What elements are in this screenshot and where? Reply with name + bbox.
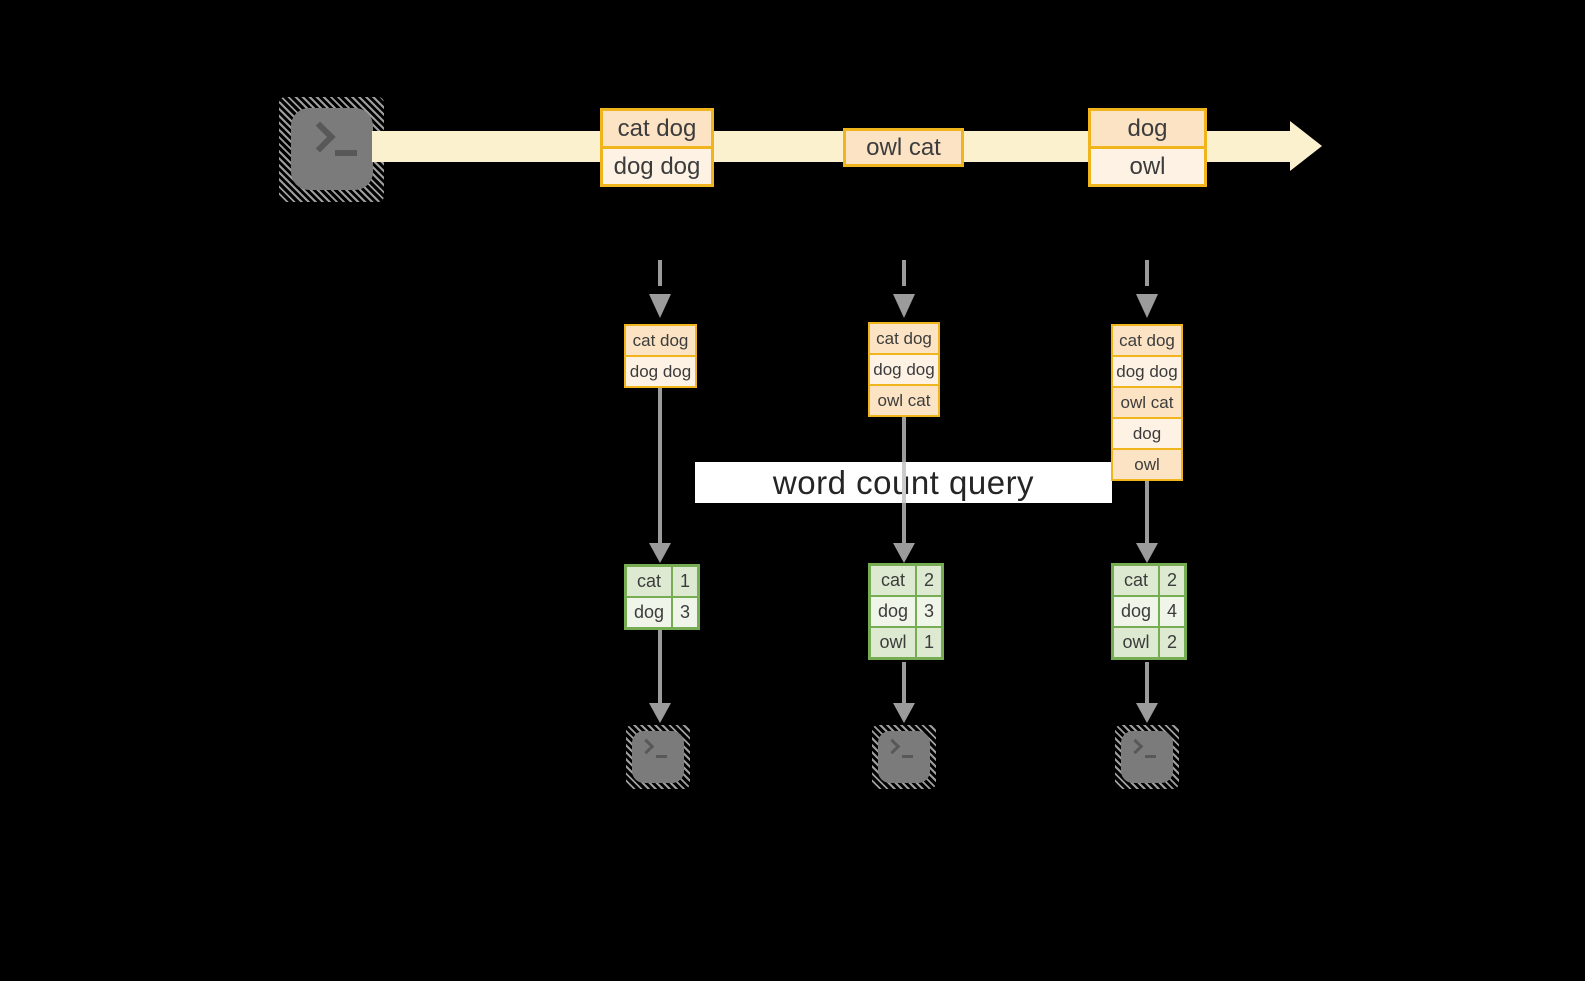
word-cell: dog bbox=[1114, 597, 1158, 626]
count-cell: 3 bbox=[673, 598, 697, 627]
input-stack-1: cat dog dog dog bbox=[624, 324, 697, 388]
record: cat dog bbox=[626, 326, 695, 355]
count-table-1: cat 1 dog 3 bbox=[624, 564, 700, 630]
connector-arrowhead-icon bbox=[649, 703, 671, 723]
record: cat dog bbox=[870, 324, 938, 353]
count-table-3: cat 2 dog 4 owl 2 bbox=[1111, 563, 1187, 660]
count-table-2: cat 2 dog 3 owl 1 bbox=[868, 563, 944, 660]
connector-arrowhead-icon bbox=[893, 703, 915, 723]
count-cell: 4 bbox=[1160, 597, 1184, 626]
record: owl cat bbox=[846, 131, 961, 164]
word-cell: cat bbox=[627, 567, 671, 596]
batch-arrowhead-icon bbox=[893, 294, 915, 318]
word-cell: dog bbox=[871, 597, 915, 626]
prompt-underscore-icon bbox=[1145, 755, 1156, 758]
timeline-batch-2: owl cat bbox=[843, 128, 964, 167]
word-cell: owl bbox=[1114, 628, 1158, 657]
count-cell: 2 bbox=[917, 566, 941, 595]
sink-connector bbox=[658, 630, 662, 705]
batch-arrow-dash bbox=[658, 260, 662, 286]
query-connector bbox=[1145, 481, 1149, 545]
count-cell: 2 bbox=[1160, 566, 1184, 595]
terminal-source-icon bbox=[279, 97, 384, 202]
connector-arrowhead-icon bbox=[649, 543, 671, 563]
prompt-chevron-icon bbox=[638, 738, 655, 755]
prompt-chevron-icon bbox=[1127, 738, 1144, 755]
record: owl cat bbox=[1113, 388, 1181, 417]
batch-arrow-dash bbox=[1145, 260, 1149, 286]
input-stack-3: cat dog dog dog owl cat dog owl bbox=[1111, 324, 1183, 481]
terminal-screen bbox=[632, 731, 684, 783]
record: cat dog bbox=[603, 111, 711, 146]
prompt-chevron-icon bbox=[304, 121, 336, 153]
record: dog dog bbox=[626, 357, 695, 386]
connector-arrowhead-icon bbox=[1136, 543, 1158, 563]
terminal-screen bbox=[291, 108, 373, 190]
terminal-sink-icon bbox=[626, 725, 690, 789]
input-stack-2: cat dog dog dog owl cat bbox=[868, 322, 940, 417]
prompt-underscore-icon bbox=[335, 150, 357, 156]
batch-arrowhead-icon bbox=[1136, 294, 1158, 318]
query-connector bbox=[658, 388, 662, 545]
record: dog bbox=[1113, 419, 1181, 448]
record: owl cat bbox=[870, 386, 938, 415]
terminal-sink-icon bbox=[1115, 725, 1179, 789]
record: dog dog bbox=[1113, 357, 1181, 386]
record: owl bbox=[1113, 450, 1181, 479]
record: cat dog bbox=[1113, 326, 1181, 355]
prompt-underscore-icon bbox=[902, 755, 913, 758]
batch-arrowhead-icon bbox=[649, 294, 671, 318]
record: dog dog bbox=[870, 355, 938, 384]
count-cell: 1 bbox=[917, 628, 941, 657]
count-cell: 1 bbox=[673, 567, 697, 596]
query-connector-through-label bbox=[902, 462, 906, 503]
word-cell: owl bbox=[871, 628, 915, 657]
batch-arrow-dash bbox=[902, 260, 906, 286]
terminal-screen bbox=[878, 731, 930, 783]
count-cell: 3 bbox=[917, 597, 941, 626]
prompt-underscore-icon bbox=[656, 755, 667, 758]
timeline-batch-3: dog owl bbox=[1088, 108, 1207, 187]
word-cell: cat bbox=[871, 566, 915, 595]
terminal-sink-icon bbox=[872, 725, 936, 789]
count-cell: 2 bbox=[1160, 628, 1184, 657]
record: dog dog bbox=[603, 149, 711, 184]
sink-connector bbox=[902, 662, 906, 705]
stream-timeline-arrowhead-icon bbox=[1290, 121, 1322, 171]
sink-connector bbox=[1145, 662, 1149, 705]
word-cell: dog bbox=[627, 598, 671, 627]
terminal-screen bbox=[1121, 731, 1173, 783]
word-cell: cat bbox=[1114, 566, 1158, 595]
record: dog bbox=[1091, 111, 1204, 146]
record: owl bbox=[1091, 149, 1204, 184]
connector-arrowhead-icon bbox=[1136, 703, 1158, 723]
timeline-batch-1: cat dog dog dog bbox=[600, 108, 714, 187]
connector-arrowhead-icon bbox=[893, 543, 915, 563]
prompt-chevron-icon bbox=[884, 738, 901, 755]
